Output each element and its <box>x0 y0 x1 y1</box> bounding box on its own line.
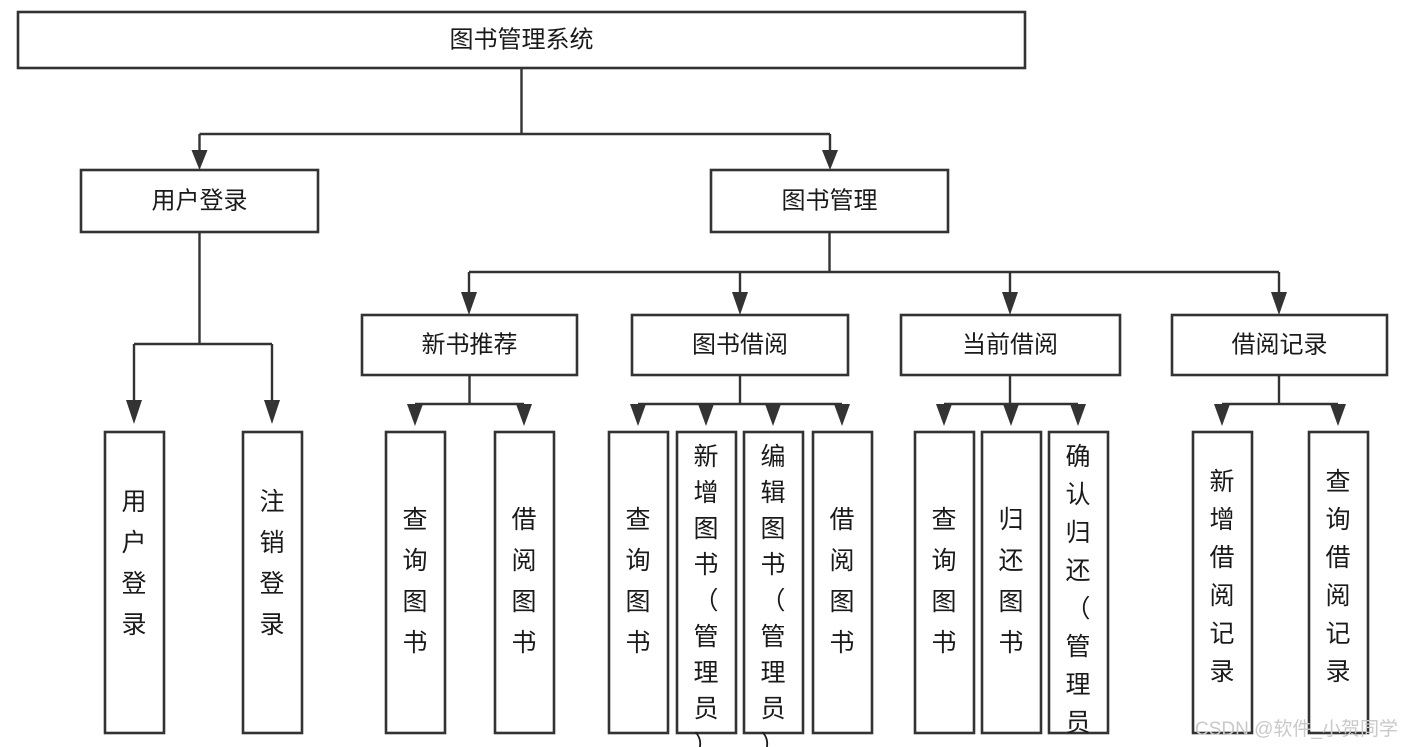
arrow-head-leaf-borrow-book-1 <box>516 404 532 426</box>
leaf-confirm-return-label: 确认归还（管理员） <box>1065 443 1090 747</box>
node-user-login[interactable]: 用户登录 <box>79 168 320 234</box>
arrow-head-leaf-user-logout <box>264 400 280 424</box>
arrow-head-leaf-add-record <box>1214 404 1230 426</box>
arrow-head-leaf-add-book <box>698 404 714 426</box>
leaf-add-book-label: 新增图书（管理员） <box>693 443 718 747</box>
arrow-head-leaf-query-book-1 <box>407 404 423 426</box>
leaf-user-logout-box[interactable] <box>241 430 304 735</box>
node-book-borrow[interactable]: 图书借阅 <box>630 313 850 377</box>
connector-layer <box>126 68 1346 426</box>
node-user-login-label: 用户登录 <box>152 187 248 214</box>
leaf-user-login-label: 用户登录 <box>121 488 146 639</box>
leaf-query-book-3[interactable]: 查询图书 <box>913 430 976 735</box>
leaf-add-record-label: 新增借阅记录 <box>1209 468 1234 686</box>
leaf-edit-book-label: 编辑图书（管理员） <box>760 443 785 747</box>
leaf-query-book-3-box[interactable] <box>913 430 976 735</box>
leaf-confirm-return-box[interactable] <box>1047 430 1110 735</box>
leaf-query-book-2[interactable]: 查询图书 <box>607 430 670 735</box>
arrow-head-borrow-record <box>1271 292 1287 315</box>
leaf-user-logout-label: 注销登录 <box>259 488 284 639</box>
node-book-manage-label: 图书管理 <box>782 187 878 214</box>
leaf-add-record-box[interactable] <box>1191 430 1254 735</box>
arrow-head-leaf-query-book-2 <box>630 404 646 426</box>
node-book-manage[interactable]: 图书管理 <box>709 168 950 234</box>
arrow-head-leaf-query-book-3 <box>936 404 952 426</box>
leaf-borrow-book-1-box[interactable] <box>493 430 556 735</box>
leaf-borrow-book-2-box[interactable] <box>811 430 874 735</box>
node-borrow-record-box[interactable] <box>1170 313 1389 377</box>
leaf-add-record[interactable]: 新增借阅记录 <box>1191 430 1254 735</box>
node-root-box[interactable] <box>16 10 1027 70</box>
node-borrow-record[interactable]: 借阅记录 <box>1170 313 1389 377</box>
leaf-query-book-1-label: 查询图书 <box>402 506 427 657</box>
node-new-book-recommend-box[interactable] <box>360 313 579 377</box>
leaf-query-book-1[interactable]: 查询图书 <box>384 430 447 735</box>
arrow-head-leaf-confirm-return <box>1070 404 1086 426</box>
leaf-user-login-box[interactable] <box>103 430 166 735</box>
arrow-head-book-manage <box>822 150 838 170</box>
leaf-add-book[interactable]: 新增图书（管理员） <box>675 430 738 747</box>
node-book-borrow-box[interactable] <box>630 313 850 377</box>
node-current-borrow-label: 当前借阅 <box>962 331 1058 358</box>
leaf-edit-book-box[interactable] <box>742 430 805 735</box>
node-user-login-box[interactable] <box>79 168 320 234</box>
leaf-borrow-book-2[interactable]: 借阅图书 <box>811 430 874 735</box>
node-new-book-recommend-label: 新书推荐 <box>422 331 518 358</box>
leaf-query-record[interactable]: 查询借阅记录 <box>1307 430 1370 735</box>
leaf-user-login[interactable]: 用户登录 <box>103 430 166 735</box>
node-root[interactable]: 图书管理系统 <box>16 10 1027 70</box>
node-new-book-recommend[interactable]: 新书推荐 <box>360 313 579 377</box>
arrow-head-user-login <box>191 150 208 170</box>
leaf-return-book[interactable]: 归还图书 <box>980 430 1043 735</box>
arrow-head-new-book-recommend <box>461 292 477 315</box>
csdn-watermark: CSDN @软件_小贺同学 <box>1195 718 1398 740</box>
arrow-head-current-borrow <box>1002 292 1018 315</box>
node-borrow-record-label: 借阅记录 <box>1232 331 1328 358</box>
node-current-borrow-box[interactable] <box>899 313 1122 377</box>
leaf-return-book-box[interactable] <box>980 430 1043 735</box>
node-current-borrow[interactable]: 当前借阅 <box>899 313 1122 377</box>
arrow-head-leaf-return-book <box>1003 404 1019 426</box>
leaf-borrow-book-1[interactable]: 借阅图书 <box>493 430 556 735</box>
leaf-user-logout[interactable]: 注销登录 <box>241 430 304 735</box>
arrow-head-leaf-edit-book <box>765 404 781 426</box>
arrow-head-leaf-borrow-book-2 <box>834 404 850 426</box>
leaf-query-book-3-label: 查询图书 <box>931 506 956 657</box>
leaf-confirm-return[interactable]: 确认归还（管理员） <box>1047 430 1110 747</box>
leaf-query-book-1-box[interactable] <box>384 430 447 735</box>
leaf-add-book-box[interactable] <box>675 430 738 735</box>
arrow-head-book-borrow <box>732 292 748 315</box>
arrow-head-leaf-user-login <box>126 400 142 424</box>
node-book-manage-box[interactable] <box>709 168 950 234</box>
node-root-label: 图书管理系统 <box>450 26 594 53</box>
leaf-query-record-box[interactable] <box>1307 430 1370 735</box>
node-book-borrow-label: 图书借阅 <box>692 331 788 358</box>
arrow-head-leaf-query-record <box>1330 404 1346 426</box>
leaf-borrow-book-2-label: 借阅图书 <box>829 506 854 657</box>
leaf-query-book-2-box[interactable] <box>607 430 670 735</box>
leaf-return-book-label: 归还图书 <box>998 506 1023 657</box>
leaf-query-record-label: 查询借阅记录 <box>1325 468 1350 686</box>
leaf-borrow-book-1-label: 借阅图书 <box>511 506 536 657</box>
leaf-edit-book[interactable]: 编辑图书（管理员） <box>742 430 805 747</box>
leaf-query-book-2-label: 查询图书 <box>625 506 650 657</box>
